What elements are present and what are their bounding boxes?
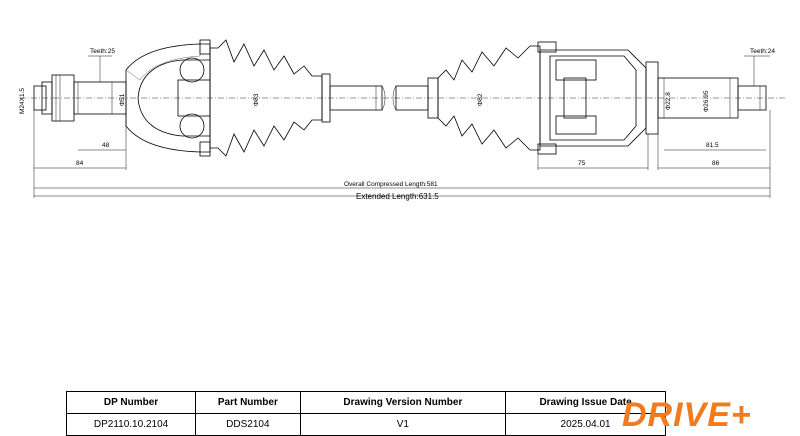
- value-issue-date: 2025.04.01: [505, 413, 666, 436]
- header-drawing-version: Drawing Version Number: [299, 391, 507, 414]
- title-block-value-row: DP2110.10.2104 DDS2104 V1 2025.04.01: [65, 413, 666, 436]
- dim-86-label: 86: [712, 160, 720, 167]
- left-teeth-label: Teeth:25: [90, 48, 115, 55]
- header-dp-number: DP Number: [65, 391, 197, 414]
- title-block-table: DP Number Part Number Drawing Version Nu…: [65, 391, 666, 436]
- right-stub-shaft: [657, 77, 767, 119]
- right-teeth-label: Teeth:24: [750, 48, 775, 55]
- dim-48-label: 48: [102, 142, 110, 149]
- extended-length: Extended Length:631.5: [356, 192, 439, 201]
- dia-51-label: Φ51: [119, 93, 126, 106]
- drive-plus-logo: DRIVE+: [622, 396, 752, 432]
- dimension-lines: [33, 55, 771, 198]
- header-part-number: Part Number: [195, 391, 301, 414]
- thread-label: M24X1.5: [19, 88, 26, 114]
- title-block: DP Number Part Number Drawing Version Nu…: [65, 391, 798, 436]
- dim-75-label: 75: [578, 160, 586, 167]
- dia-83-label: Φ83: [253, 93, 260, 106]
- dia-26-95-label: Φ26.95: [703, 90, 710, 112]
- title-block-header-row: DP Number Part Number Drawing Version Nu…: [65, 391, 666, 414]
- drive-shaft-drawing: M24X1.5 Teeth:25 Teeth:24 Φ51 Φ83 Φ82 Φ2…: [19, 39, 785, 201]
- inner-boot: [427, 41, 557, 155]
- dia-22-8-label: Φ22.8: [665, 92, 672, 110]
- dia-82-label: Φ82: [477, 93, 484, 106]
- dim-81-5-label: 81.5: [706, 142, 719, 149]
- inner-tripod-joint: [539, 49, 659, 147]
- logo-text: DRIVE+: [622, 396, 752, 432]
- value-part-number: DDS2104: [195, 413, 301, 436]
- value-drawing-version: V1: [299, 413, 507, 436]
- dim-84-label: 84: [76, 160, 84, 167]
- overall-compressed-length: Overall Compressed Length:581: [344, 181, 438, 188]
- value-dp-number: DP2110.10.2104: [65, 413, 197, 436]
- left-stub-shaft: [33, 74, 127, 122]
